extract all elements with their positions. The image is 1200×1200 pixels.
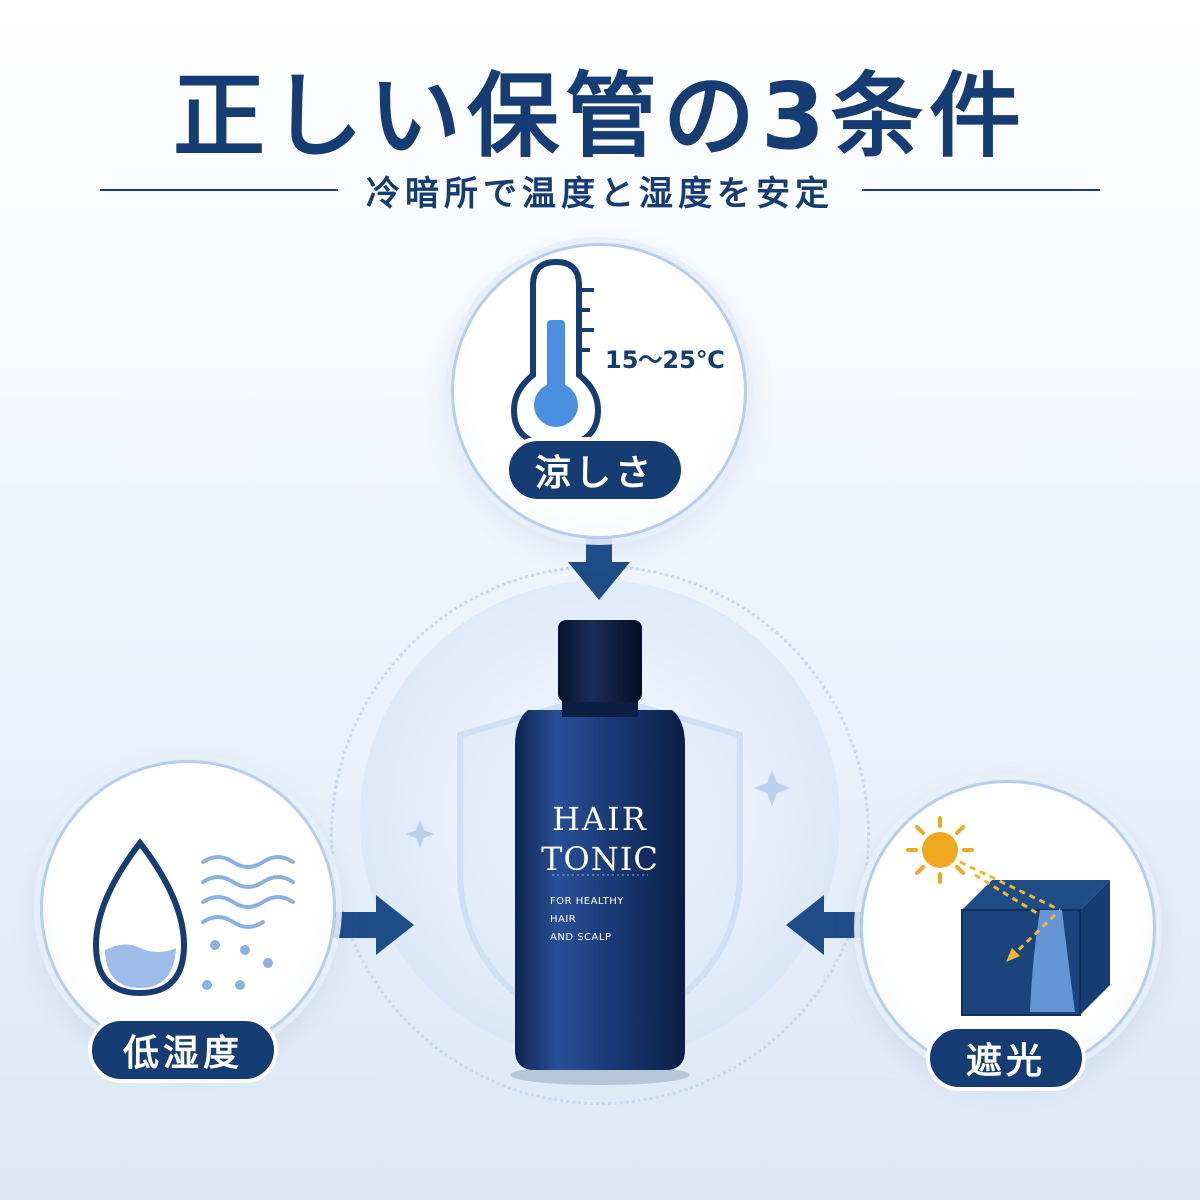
divider-right (862, 189, 1100, 191)
shading-label: 遮光 (926, 1025, 1086, 1091)
bottle-label-line1: HAIR (552, 800, 648, 838)
subtitle: 冷暗所で温度と湿度を安定 (366, 173, 834, 214)
bottle-label-line4: AND SCALP (550, 932, 612, 943)
arrow-left-icon (786, 895, 862, 955)
page-title: 正しい保管の3条件 (172, 63, 1027, 170)
bottle-label-subtext: FOR HEALTHY HAIR AND SCALP (550, 893, 650, 947)
coolness-label: 涼しさ (505, 437, 685, 503)
low-humidity-label: 低湿度 (88, 1017, 278, 1083)
sun-icon (906, 816, 974, 884)
temperature-range: 15～25℃ (605, 346, 725, 374)
bottle-label-line2: TONIC (541, 840, 659, 878)
divider-left (100, 189, 338, 191)
low-humidity-circle (40, 760, 336, 1056)
subtitle-row: 冷暗所で温度と湿度を安定 (100, 168, 1100, 214)
bottle-label-line3: FOR HEALTHY HAIR (550, 896, 624, 925)
sparkle-icon (754, 770, 790, 806)
arrow-right-icon (330, 895, 414, 955)
sparkle-icon (406, 820, 434, 848)
